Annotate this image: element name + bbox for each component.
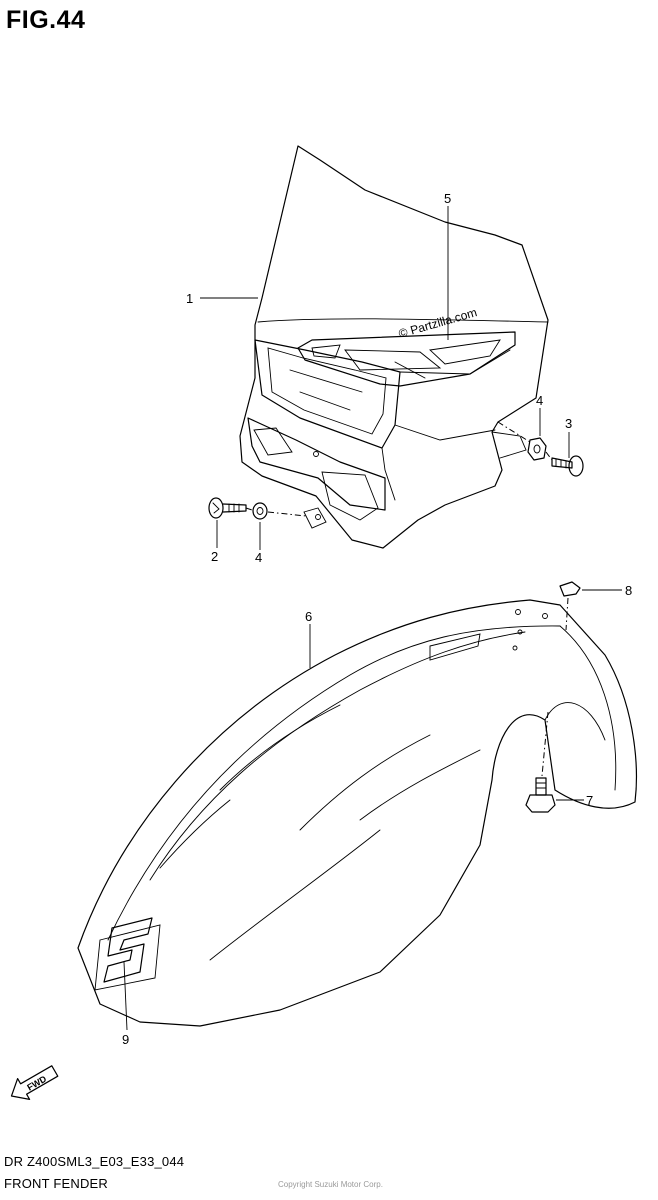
fwd-label: FWD (25, 1073, 48, 1092)
section-name: FRONT FENDER (4, 1176, 108, 1191)
cushion-part-4-upper[interactable] (527, 437, 547, 461)
callout-4-lower: 4 (255, 550, 262, 565)
bolt-part-2[interactable] (208, 497, 247, 519)
callout-8: 8 (625, 583, 632, 598)
nut-part-8[interactable] (559, 581, 581, 597)
fender-emblem[interactable] (94, 917, 161, 991)
callout-3: 3 (565, 416, 572, 431)
front-fender[interactable] (77, 599, 637, 1027)
cushion-part-4-lower[interactable] (252, 502, 268, 520)
callout-6: 6 (305, 609, 312, 624)
callout-9: 9 (122, 1032, 129, 1047)
bolt-part-3[interactable] (551, 455, 584, 477)
callout-5: 5 (444, 191, 451, 206)
forward-direction-arrow: FWD (10, 1065, 59, 1100)
callout-7: 7 (586, 793, 593, 808)
callout-4-upper: 4 (536, 393, 543, 408)
callout-1: 1 (186, 291, 193, 306)
callout-2: 2 (211, 549, 218, 564)
copyright-note: Copyright Suzuki Motor Corp. (278, 1180, 383, 1189)
bolt-part-7[interactable] (525, 777, 556, 813)
figure-title: FIG.44 (6, 6, 86, 34)
headlight-housing[interactable] (239, 145, 549, 549)
drawing-code: DR Z400SML3_E03_E33_044 (4, 1154, 185, 1169)
